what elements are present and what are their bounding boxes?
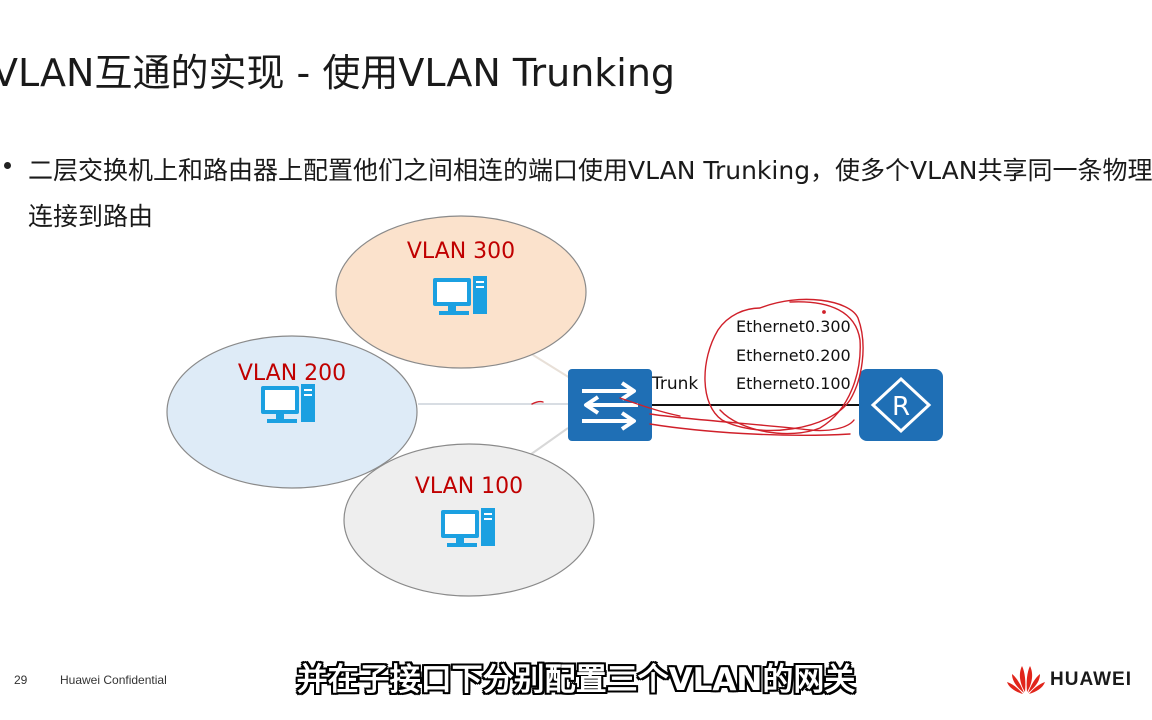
vlan300-label: VLAN 300: [407, 239, 515, 264]
router-label: R: [892, 392, 910, 422]
huawei-wordmark: HUAWEI: [1050, 669, 1132, 690]
video-subtitle: 并在子接口下分别配置三个VLAN的网关: [296, 662, 856, 698]
confidential-label: Huawei Confidential: [60, 673, 167, 687]
interface-label: Ethernet0.300: [736, 317, 851, 336]
vlan200-label: VLAN 200: [238, 361, 346, 386]
slide-title: VLAN互通的实现 - 使用VLAN Trunking: [0, 51, 676, 95]
annotation-scribble: [531, 298, 864, 436]
interface-label: Ethernet0.100: [736, 374, 851, 393]
pc-icon: [441, 508, 495, 547]
pc-icon: [433, 276, 487, 315]
trunk-label: Trunk: [651, 374, 698, 394]
interface-label: Ethernet0.200: [736, 346, 851, 365]
bullet-dot: [4, 162, 11, 169]
router-icon: R: [859, 369, 943, 441]
vlan100-label: VLAN 100: [415, 474, 523, 499]
bullet-text: 二层交换机上和路由器上配置他们之间相连的端口使用VLAN Trunking，使多…: [28, 156, 1152, 231]
huawei-logo-icon: [1007, 666, 1045, 694]
huawei-brand: HUAWEI: [1006, 662, 1146, 696]
switch-icon: [568, 369, 652, 441]
page-number: 29: [14, 673, 28, 687]
pc-icon: [261, 384, 315, 423]
